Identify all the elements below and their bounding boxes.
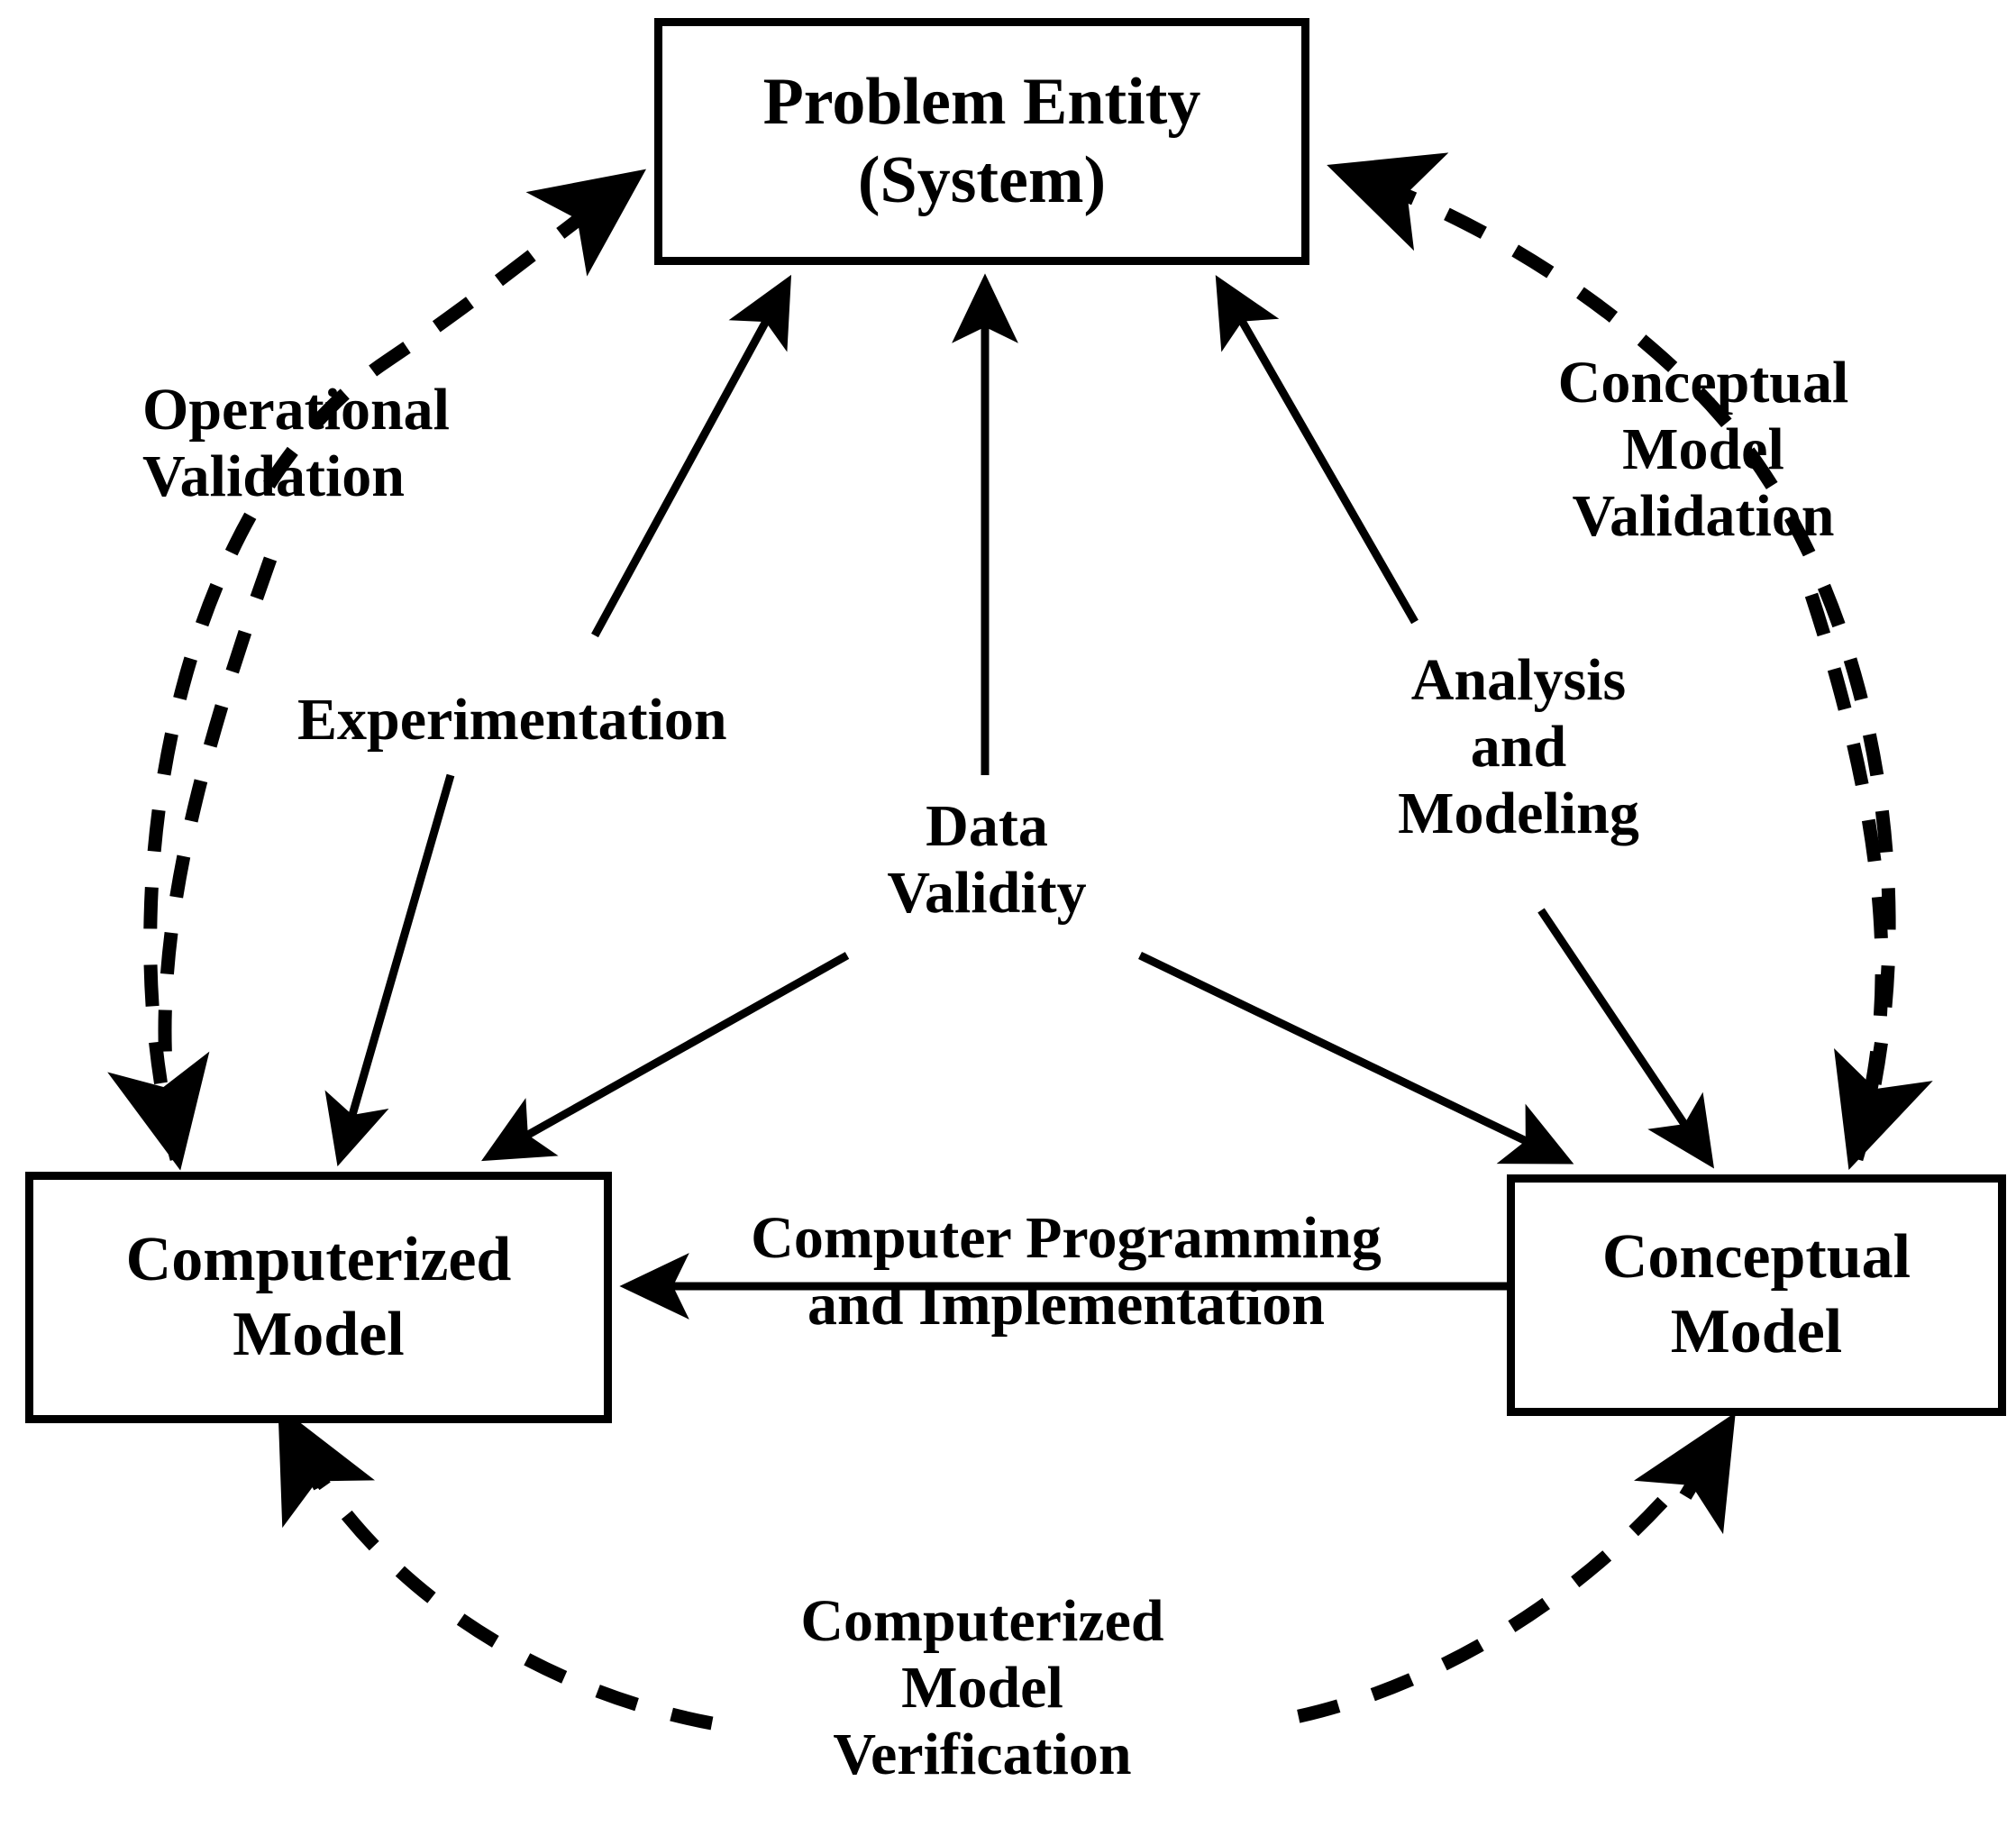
edge-experimentation-down — [324, 773, 455, 1167]
node-problem-entity[interactable]: Problem Entity (System) — [654, 18, 1309, 265]
edge-data-validity-to-computerized-model — [481, 952, 850, 1162]
edge-computerized-model-verification-left — [278, 1405, 714, 1731]
edge-data-validity-to-conceptual-model — [1138, 951, 1574, 1165]
edge-label-experimentation: Experimentation — [297, 687, 727, 753]
edge-conceptual-model-validation — [1327, 152, 1896, 1162]
edge-conceptual-model-validation-reverse — [1804, 592, 1933, 1170]
node-problem-entity-label: Problem Entity (System) — [762, 64, 1201, 217]
node-conceptual-model-label: Conceptual Model — [1601, 1222, 1911, 1366]
edge-operational-validation-reverse — [107, 556, 278, 1171]
edge-label-operational-validation: Operational Validation — [142, 377, 450, 509]
edge-computerized-model-verification — [1269, 1411, 1736, 1729]
edge-label-analysis-and-modeling: Analysis and Modeling — [1398, 647, 1639, 846]
edge-label-computerized-model-verification: Computerized Model Verification — [800, 1588, 1164, 1787]
edge-label-computer-programming: Computer Programming and Implementation — [751, 1205, 1382, 1338]
edge-operational-validation — [143, 169, 647, 1161]
node-computerized-model-label: Computerized Model — [125, 1224, 512, 1369]
node-computerized-model[interactable]: Computerized Model — [25, 1172, 612, 1423]
edge-label-data-validity: Data Validity — [887, 793, 1087, 926]
edge-label-conceptual-model-validation: Conceptual Model Validation — [1557, 350, 1849, 549]
edge-analysis-modeling-down — [1537, 908, 1715, 1169]
edge-analysis-modeling-up — [1215, 275, 1418, 625]
edge-experimentation-up — [591, 274, 792, 638]
node-conceptual-model[interactable]: Conceptual Model — [1507, 1174, 2006, 1416]
